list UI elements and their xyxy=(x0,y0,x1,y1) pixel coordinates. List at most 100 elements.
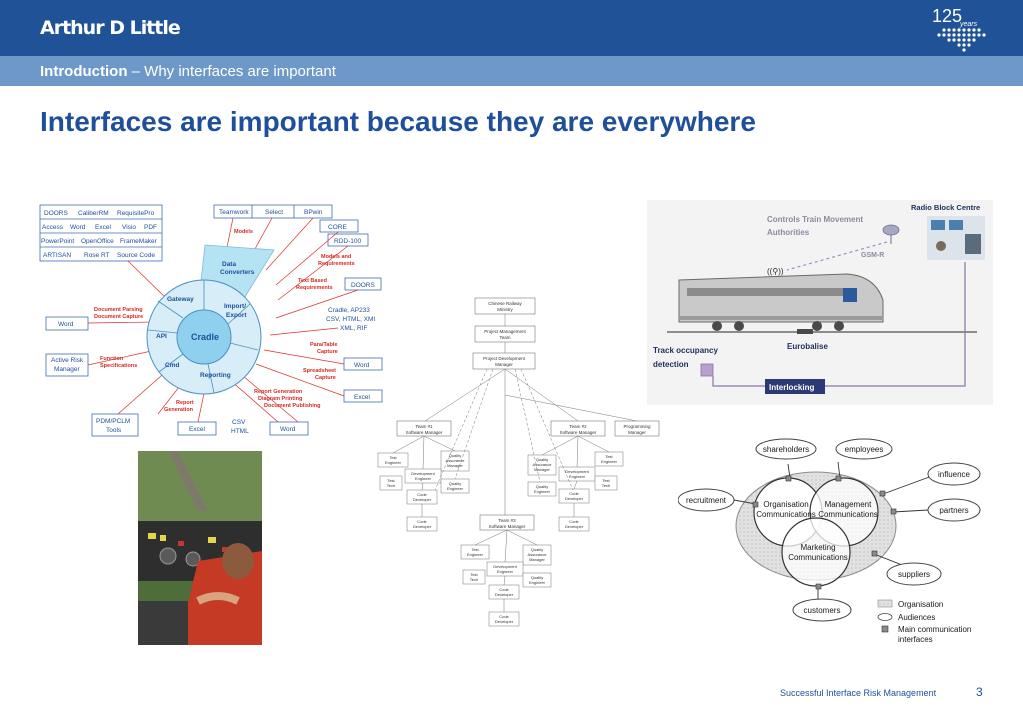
org-t2-code-dev-b-1: Code xyxy=(569,519,579,524)
tools-grid-left xyxy=(39,204,163,262)
org-t2-code-dev-b-2: Developer xyxy=(565,524,584,529)
label-report-1: Report xyxy=(176,400,194,406)
section-title-bold: Introduction xyxy=(40,63,128,80)
label-influence: influence xyxy=(938,470,971,479)
tool-word: Word xyxy=(70,224,86,231)
sector-import-export-1: Import/ xyxy=(224,303,246,310)
org-t2-test-tech-2: Tech xyxy=(602,483,610,488)
node-customers xyxy=(792,598,852,622)
label-active-risk-1: Active Risk xyxy=(51,357,84,364)
label-para-1: Para/Table xyxy=(310,342,337,348)
label-function-2: Specifications xyxy=(100,363,137,369)
label-partners: partners xyxy=(939,506,968,515)
org-team1-2: Software Manager xyxy=(406,430,443,435)
label-mgmt-comm-1: Management xyxy=(825,500,872,509)
tool-select: Select xyxy=(265,209,283,216)
tool-requisitepro: RequisitePro xyxy=(117,210,155,217)
tool-doors-right: DOORS xyxy=(351,282,376,289)
org-t3-test-eng-2: Engineer xyxy=(467,552,484,557)
label-models-req-2: Requirements xyxy=(318,261,355,267)
header-bar xyxy=(0,0,1023,56)
org-t3-test-eng-1: Test xyxy=(471,547,479,552)
org-t3-dev-eng-1: Development xyxy=(493,564,517,569)
org-t1-qam-1: Quality xyxy=(449,453,461,458)
org-ministry-1: Chinese Railway xyxy=(488,301,522,306)
label-track-1: Track occupancy xyxy=(653,346,718,355)
label-pdm-2: Tools xyxy=(106,427,122,434)
company-logo: Arthur D Little xyxy=(40,17,181,39)
org-t1-test-tech-2: Tech xyxy=(387,483,395,488)
org-team3-1: Team #3 xyxy=(498,518,516,523)
sector-data-converters-2: Converters xyxy=(220,269,255,276)
tool-word-left: Word xyxy=(58,321,74,328)
org-t1-qual-eng-2: Engineer xyxy=(447,486,464,491)
train-icon: ((⚲)) xyxy=(678,267,884,331)
label-controls-1: Controls Train Movement xyxy=(767,215,863,224)
label-report-gen-2: Diagram Printing xyxy=(258,396,302,402)
org-t3-code-dev-a-1: Code xyxy=(499,587,509,592)
org-t2-qam-2: Assurance xyxy=(533,462,553,467)
org-t1-dev-eng-2: Engineer xyxy=(415,476,432,481)
tool-artisan: ARTISAN xyxy=(43,252,71,259)
org-chart-diagram: Chinese Railway Ministry Project Managem… xyxy=(375,295,665,631)
org-t2-code-dev-a-1: Code xyxy=(569,491,579,496)
org-pmt-1: Project Management xyxy=(484,329,526,334)
legend-organisation: Organisation xyxy=(898,600,943,609)
label-suppliers: suppliers xyxy=(898,570,930,579)
tool-sourcecode: Source Code xyxy=(117,252,155,259)
label-models-req-1: Models and xyxy=(321,254,351,260)
sector-reporting: Reporting xyxy=(200,372,231,379)
label-mgmt-comm-2: Communications xyxy=(818,510,878,519)
page-number: 3 xyxy=(976,685,983,699)
org-ministry-2: Ministry xyxy=(497,307,513,312)
label-radio-block-centre: Radio Block Centre xyxy=(911,203,980,212)
label-models: Models xyxy=(234,229,253,235)
tool-bpwin: BPwin xyxy=(304,209,323,216)
org-t3-test-tech-2: Tech xyxy=(470,577,478,582)
tool-access: Access xyxy=(42,224,64,231)
label-report-gen-3: Document Publishing xyxy=(264,403,321,409)
org-t3-qual-eng-2: Engineer xyxy=(529,580,546,585)
label-org-comm-1: Organisation xyxy=(763,500,808,509)
sector-data-converters-1: Data xyxy=(222,261,236,268)
label-function-1: Function xyxy=(100,356,124,362)
badge-word: years xyxy=(959,21,978,28)
anniversary-badge-icon: 125 years xyxy=(930,2,990,54)
legend-audiences-swatch xyxy=(877,613,893,621)
org-t2-qual-eng-1: Quality xyxy=(536,484,548,489)
sector-gateway: Gateway xyxy=(167,296,194,303)
org-t2-test-tech-1: Test xyxy=(602,478,610,483)
org-team2-2: Software Manager xyxy=(560,430,597,435)
org-team2-1: Team #2 xyxy=(569,424,587,429)
mkt-comm-circle xyxy=(781,517,851,587)
tool-word-bottom: Word xyxy=(280,426,296,433)
org-team1-1: Team #1 xyxy=(415,424,433,429)
tool-excel: Excel xyxy=(95,224,111,231)
legend-audiences: Audiences xyxy=(898,613,935,622)
org-t3-code-dev-b-1: Code xyxy=(499,614,509,619)
tool-rosert: Rose RT xyxy=(84,252,110,259)
node-influence xyxy=(927,462,981,486)
interlocking-box xyxy=(765,379,825,394)
org-t1-code-dev-a-2: Developer xyxy=(413,497,432,502)
tool-word-right: Word xyxy=(354,362,370,369)
legend-main-1: Main communication xyxy=(898,625,971,634)
antenna-dish-icon xyxy=(882,224,900,244)
label-org-comm-2: Communications xyxy=(756,510,816,519)
label-eurobalise: Eurobalise xyxy=(787,342,828,351)
tool-excel-right: Excel xyxy=(354,394,370,401)
tool-openoffice: OpenOffice xyxy=(81,238,114,245)
org-t3-dev-eng-2: Engineer xyxy=(497,569,514,574)
org-t2-test-eng-2: Engineer xyxy=(601,459,618,464)
org-t3-qam-2: Assurance xyxy=(528,552,548,557)
cradle-center-label: Cradle xyxy=(191,332,219,342)
org-team3-2: Software Manager xyxy=(489,524,526,529)
org-t1-qam-3: Manager xyxy=(447,463,463,468)
label-doc-parsing-1: Document Parsing xyxy=(94,307,143,313)
org-t3-code-dev-a-2: Developer xyxy=(495,592,514,597)
train-control-diagram: Controls Train Movement Authorities Radi… xyxy=(647,200,993,405)
org-t1-qam-2: Assurance xyxy=(446,458,466,463)
section-title: Introduction – Why interfaces are import… xyxy=(40,63,336,80)
label-spread-2: Capture xyxy=(315,375,336,381)
footer-text: Successful Interface Risk Management xyxy=(780,688,937,698)
